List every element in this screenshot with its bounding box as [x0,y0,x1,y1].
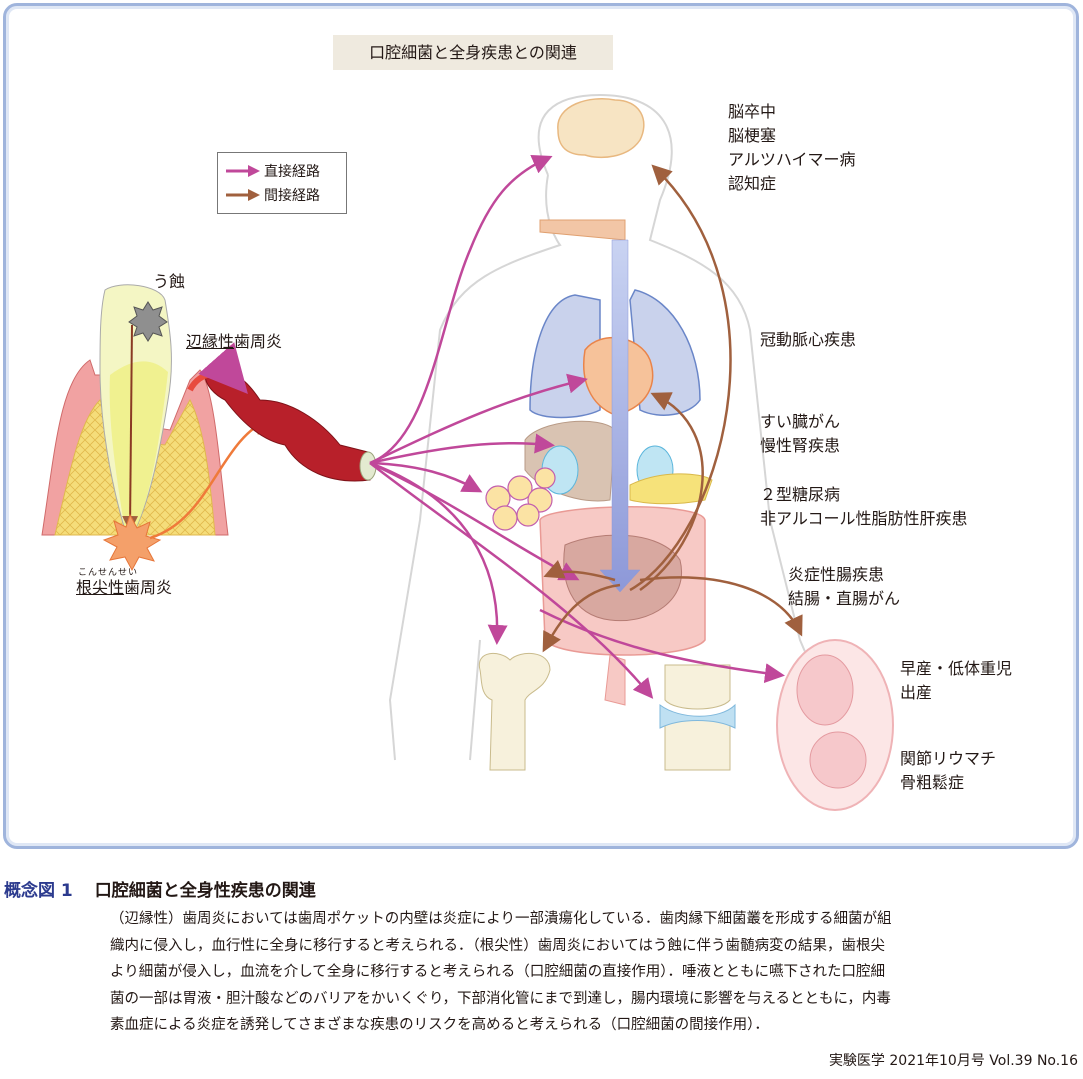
marginal-underlined: 辺縁性 [186,332,235,351]
metabolic-diseases: ２型糖尿病 非アルコール性脂肪性肝疾患 [760,483,968,531]
apical-underlined: 根尖性 [76,578,125,597]
marginal-periodontitis-label: 辺縁性歯周炎 [186,330,282,354]
fetus-body [796,654,854,726]
legend-direct-label: 直接経路 [264,164,320,180]
disease-label: ２型糖尿病 [760,485,841,504]
pancreas [629,473,713,505]
diagram-illustration [41,93,894,811]
apical-periodontitis-label: 根尖性歯周炎 [76,576,172,600]
legend: 直接経路 間接経路 [217,152,347,214]
adipose-tissue [485,467,556,531]
caption-line: 菌の一部は胃液・胆汁酸などのバリアをかいくぐり，下部消化管にまで到達し，腸内環境… [110,990,891,1007]
rectum [604,654,626,706]
knee-cartilage [659,703,736,729]
brown-arrow-icon [226,189,260,201]
pancreas-kidney-diseases: すい臓がん 慢性腎疾患 [760,410,840,458]
journal-footer: 実験医学 2021年10月号 Vol.39 No.16 [828,1053,1078,1069]
disease-label: 認知症 [728,174,777,193]
legend-direct: 直接経路 [226,160,320,182]
disease-label: 非アルコール性脂肪性肝疾患 [760,509,968,528]
disease-label: 慢性腎疾患 [760,436,841,455]
tooth-illustration [41,284,273,572]
legend-indirect-label: 間接経路 [264,188,320,204]
disease-label: 早産・低体重児 [900,659,1013,678]
caption-title: 口腔細菌と全身性疾患の関連 [94,881,316,901]
indirect-pathway-arrows [542,164,803,653]
magenta-arrow-icon [226,165,260,177]
disease-label: 冠動脈心疾患 [760,330,857,349]
caption-line: 織内に侵入し，血行性に全身に移行すると考えられる．（根尖性）歯周炎においてはう蝕… [110,937,886,954]
femur [478,652,551,771]
apical-ruby: こんせんせい [78,568,139,578]
disease-label: 関節リウマチ [900,749,997,768]
bone-joint-diseases: 関節リウマチ 骨粗鬆症 [900,747,996,795]
marginal-rest: 歯周炎 [234,332,283,351]
disease-label: 結腸・直腸がん [788,589,901,608]
brain [557,98,645,159]
diagram-title: 口腔細菌と全身疾患との関連 [333,35,613,70]
direct-pathway-arrows [369,155,785,699]
fetus-head [809,731,867,789]
disease-label: アルツハイマー病 [728,150,856,169]
blood-vessel [187,342,377,482]
caries-label: う蝕 [153,272,186,291]
pregnancy-diseases: 早産・低体重児 出産 [900,657,1012,705]
intestine-diseases: 炎症性腸疾患 結腸・直腸がん [788,563,900,611]
caption-number: 概念図 1 [4,881,73,901]
disease-label: 脳卒中 [728,102,777,121]
caries-lesion [128,301,168,342]
disease-label: すい臓がん [760,412,841,431]
caption-heading: 概念図 1 口腔細菌と全身性疾患の関連 [4,876,316,901]
disease-label: 出産 [900,683,933,702]
swallow-path-arrow [599,239,641,593]
pharynx [539,219,626,241]
caption-line: 素血症による炎症を誘発してさまざまな疾患のリスクを高めると考えられる（口腔細菌の… [110,1017,769,1033]
heart-diseases: 冠動脈心疾患 [760,328,856,352]
legend-indirect: 間接経路 [226,184,320,206]
caption-line: より細菌が侵入し，血流を介して全身に移行すると考えられる（口腔細菌の直接作用）．… [110,964,886,980]
disease-label: 脳梗塞 [728,126,777,145]
disease-label: 炎症性腸疾患 [788,565,885,584]
disease-label: 骨粗鬆症 [900,773,965,792]
apical-rest: 歯周炎 [124,578,173,597]
caption-body: （辺縁性）歯周炎においては歯周ポケットの内壁は炎症により一部潰瘍化している．歯肉… [110,906,1080,1039]
apical-lesion [102,513,162,572]
caption-line: （辺縁性）歯周炎においては歯周ポケットの内壁は炎症により一部潰瘍化している．歯肉… [110,911,892,927]
brain-diseases: 脳卒中 脳梗塞 アルツハイマー病 認知症 [728,100,856,196]
